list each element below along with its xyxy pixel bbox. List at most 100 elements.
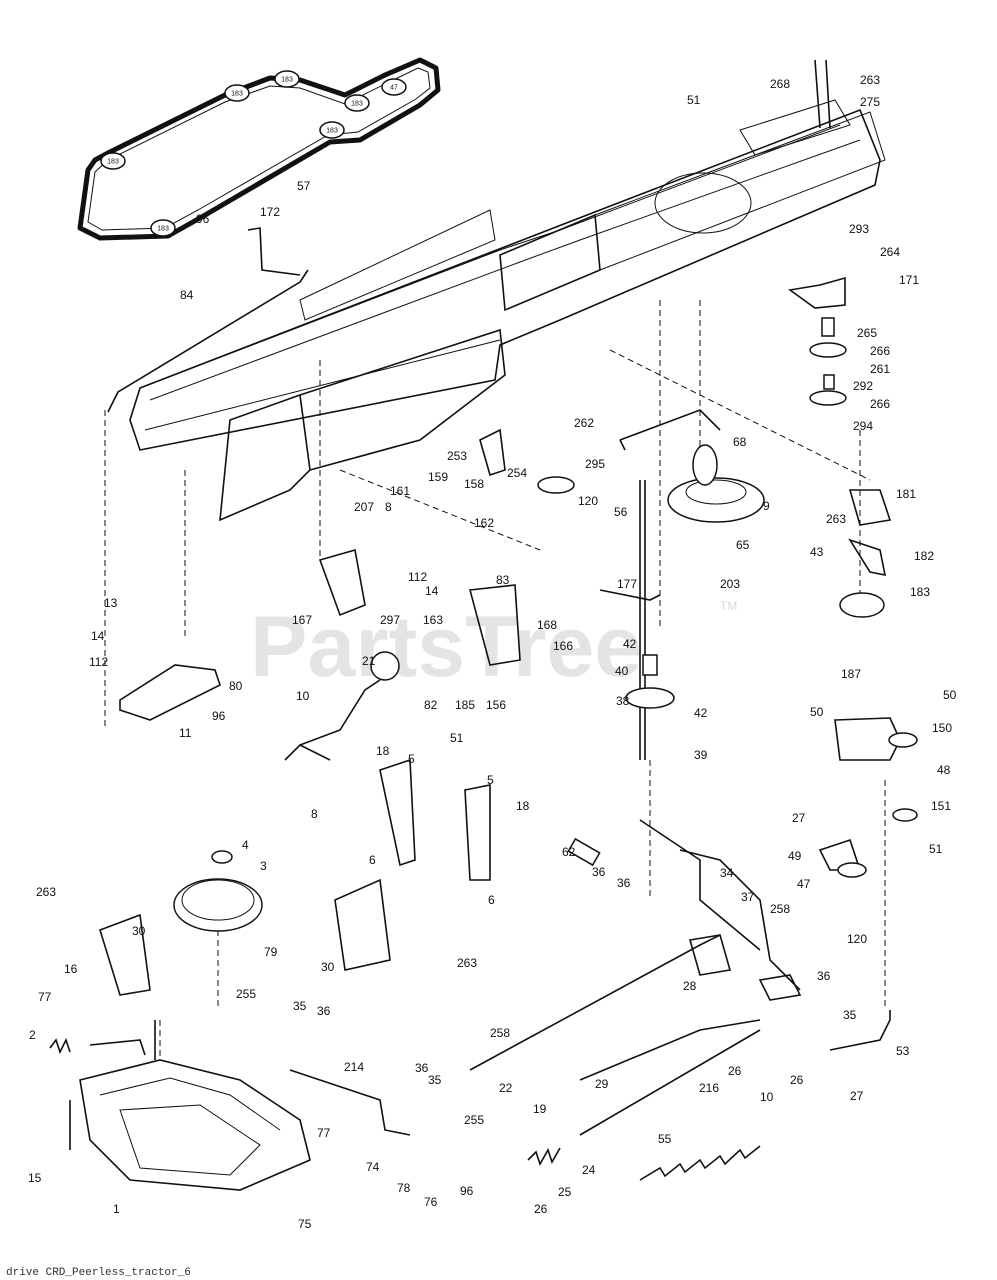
part-callout: 263 (826, 512, 846, 526)
part-callout: 53 (896, 1044, 910, 1058)
part-callout: 14 (91, 629, 105, 643)
part-callout: 182 (914, 549, 934, 563)
part-callout: 30 (132, 924, 146, 938)
part-callout: 19 (533, 1102, 547, 1116)
part-callout: 183 (910, 585, 930, 599)
part-callout: 168 (537, 618, 557, 632)
part-callout: 77 (38, 990, 52, 1004)
part-callout: 75 (298, 1217, 312, 1231)
part-callout: 177 (617, 577, 637, 591)
part-callout: 55 (658, 1132, 672, 1146)
part-callout: 214 (344, 1060, 364, 1074)
part-callout: 48 (937, 763, 951, 777)
part-callout: 29 (595, 1077, 609, 1091)
part-callout: 8 (385, 500, 392, 514)
part-callout: 181 (896, 487, 916, 501)
pulley-label: 183 (231, 91, 243, 98)
belt-pulley: 183 (150, 219, 176, 237)
part-callout: 16 (64, 962, 78, 976)
part-callout: 258 (490, 1026, 510, 1040)
part-callout: 262 (574, 416, 594, 430)
part-callout: 254 (507, 466, 527, 480)
part-callout: 18 (516, 799, 530, 813)
part-callout: 266 (870, 397, 890, 411)
pulley-label: 183 (107, 159, 119, 166)
part-callout: 9 (763, 499, 770, 513)
part-callout: 21 (362, 654, 376, 668)
belt-pulley: 183 (274, 70, 300, 88)
part-callout: 158 (464, 477, 484, 491)
round-parts (173, 317, 918, 932)
part-callout: 112 (89, 655, 108, 669)
part-callout: 62 (562, 845, 576, 859)
watermark-text: PartsTree (250, 599, 642, 695)
part-callout: 2 (29, 1028, 36, 1042)
part-callout: 22 (499, 1081, 513, 1095)
part-callout: 268 (770, 77, 790, 91)
part-callout: 80 (229, 679, 243, 693)
part-callout: 18 (376, 744, 390, 758)
part-callout: 6 (488, 893, 495, 907)
part-callout: 171 (899, 273, 919, 287)
brackets (99, 276, 901, 1001)
part-callout: 10 (296, 689, 310, 703)
part-callout: 15 (28, 1171, 42, 1185)
part-callout: 25 (558, 1185, 572, 1199)
pulley-label: 183 (281, 77, 293, 84)
part-callout: 79 (264, 945, 278, 959)
part-callout: 77 (317, 1126, 331, 1140)
tractor-frame (104, 99, 886, 1060)
part-callout: 36 (617, 876, 631, 890)
part-callout: 35 (428, 1073, 442, 1087)
part-callout: 1 (113, 1202, 120, 1216)
part-callout: 43 (810, 545, 824, 559)
part-callout: 203 (720, 577, 740, 591)
part-callout: 187 (841, 667, 861, 681)
part-callout: 34 (720, 866, 734, 880)
part-callout: 156 (486, 698, 506, 712)
part-callout: 255 (464, 1113, 484, 1127)
pulley-label: 47 (390, 85, 398, 92)
part-callout: 51 (687, 93, 701, 107)
belt-pulley: 183 (224, 84, 250, 102)
part-callout: 49 (788, 849, 802, 863)
belt-pulley: 47 (381, 78, 407, 96)
part-callout: 65 (736, 538, 750, 552)
part-callout: 6 (369, 853, 376, 867)
part-callout: 112 (408, 570, 427, 584)
part-callout: 50 (810, 705, 824, 719)
part-callout: 14 (425, 584, 439, 598)
part-callout: 51 (450, 731, 464, 745)
part-callout: 255 (236, 987, 256, 1001)
pulley-label: 183 (351, 101, 363, 108)
part-callout: 39 (694, 748, 708, 762)
part-callout: 57 (297, 179, 311, 193)
springs (49, 1037, 761, 1181)
part-callout: 13 (104, 596, 118, 610)
part-callout: 295 (585, 457, 605, 471)
part-callout: 294 (853, 419, 873, 433)
part-callout: 28 (683, 979, 697, 993)
linkage-rods (107, 59, 891, 1136)
part-callout: 10 (760, 1090, 774, 1104)
part-callout: 68 (733, 435, 747, 449)
part-callout: 120 (847, 932, 867, 946)
part-callout: 207 (354, 500, 374, 514)
part-callout: 253 (447, 449, 467, 463)
belt-pulley: 183 (319, 121, 345, 139)
part-callout: 76 (424, 1195, 438, 1209)
part-callout: 4 (242, 838, 249, 852)
part-callout: 162 (474, 516, 494, 530)
part-callout: 120 (578, 494, 598, 508)
part-callout: 56 (614, 505, 628, 519)
part-callout: 82 (424, 698, 438, 712)
part-callout: 74 (366, 1160, 380, 1174)
part-callout: 40 (615, 664, 629, 678)
belt-pulleys: 183 183 183 183 47 183 183 (100, 70, 407, 237)
part-callout: 261 (870, 362, 890, 376)
part-callout: 263 (860, 73, 880, 87)
part-callout: 5 (487, 773, 494, 787)
watermark-trademark: TM (720, 599, 737, 613)
